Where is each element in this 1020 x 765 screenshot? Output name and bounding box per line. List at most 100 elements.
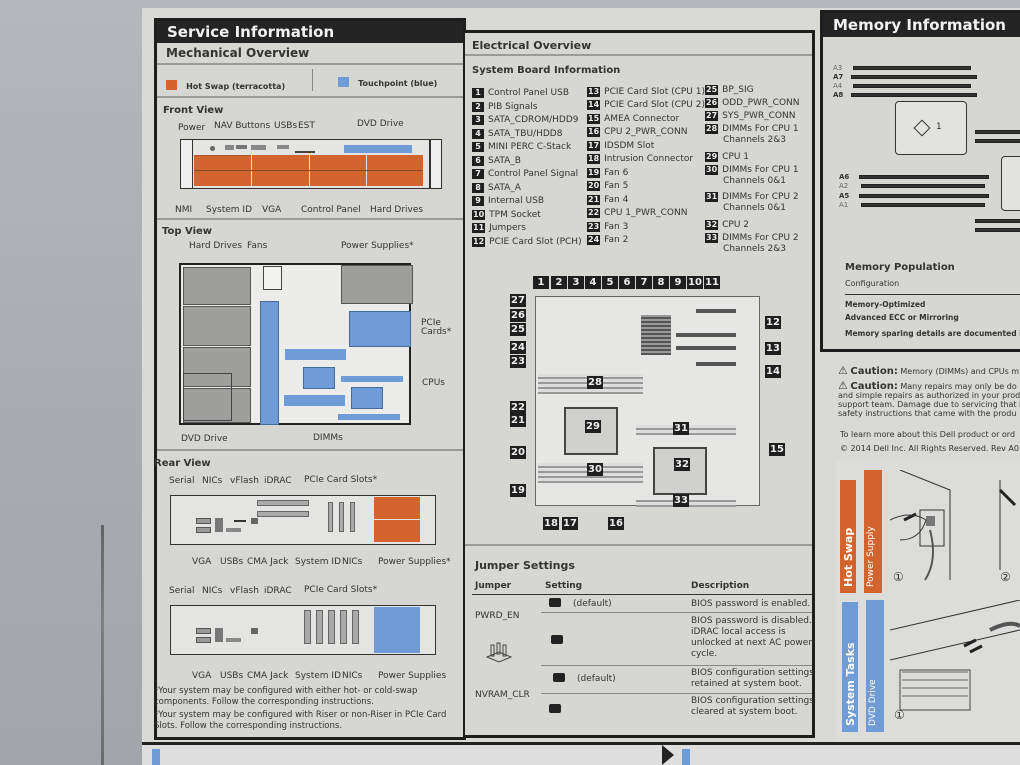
- dimm-slot-a5[interactable]: [859, 194, 989, 198]
- dimm-slot-a6[interactable]: [859, 175, 989, 179]
- hot-swap-tab[interactable]: Hot Swap: [840, 480, 856, 593]
- board-pcie-slot-13b[interactable]: [676, 346, 736, 350]
- board-callout-23: 23: [510, 355, 526, 368]
- system-board-diagram: [535, 296, 760, 507]
- board-callout-21: 21: [510, 414, 526, 427]
- rear-label-nics-2: NICs: [342, 557, 363, 567]
- board-callout-17: 17: [562, 517, 578, 530]
- rear-label-cma-jack: CMA Jack: [247, 557, 289, 567]
- dimm-slot-a7[interactable]: [851, 75, 977, 79]
- top-pcie-cards[interactable]: [349, 311, 411, 347]
- rear-idrac-port[interactable]: [251, 518, 258, 524]
- rear-pcie-slot-4[interactable]: [339, 502, 344, 532]
- board-callout-3: 3: [568, 276, 584, 289]
- rear2-pcie-slot-5[interactable]: [352, 610, 359, 644]
- top-dimms-4[interactable]: [338, 414, 400, 420]
- board-pcie-slot-12[interactable]: [696, 309, 736, 313]
- top-hard-drive-1[interactable]: [183, 267, 251, 305]
- front-vga-port[interactable]: [225, 145, 234, 150]
- board-cpu-2-socket[interactable]: [653, 447, 707, 495]
- step-1-marker: ①: [893, 570, 904, 584]
- top-hard-drive-3[interactable]: [183, 347, 251, 387]
- slot-label-a4: A4: [833, 82, 843, 90]
- power-supply-tab[interactable]: Power Supply: [864, 470, 882, 593]
- board-callout-25: 25: [510, 323, 526, 336]
- slot-label-a1: A1: [839, 201, 849, 209]
- rear-view-heading: Rear View: [154, 458, 211, 469]
- top-dimms-3[interactable]: [284, 395, 345, 406]
- electrical-overview-heading: Electrical Overview: [472, 39, 592, 52]
- dimm-slot-a2[interactable]: [861, 184, 985, 188]
- rear2-power-supply[interactable]: [374, 607, 420, 653]
- top-cpu-2[interactable]: [351, 387, 383, 409]
- rear-usb-ports[interactable]: [226, 528, 241, 532]
- system-tasks-tab[interactable]: System Tasks: [842, 602, 858, 732]
- rear2-pcie-slot-2[interactable]: [316, 610, 323, 644]
- top-dvd-drive[interactable]: [183, 373, 232, 421]
- top-dimms-2[interactable]: [341, 376, 403, 382]
- dimm-slot-b-1[interactable]: [975, 130, 1020, 134]
- rear-serial-port[interactable]: [196, 518, 211, 524]
- rear2-pcie-slot-4[interactable]: [340, 610, 347, 644]
- rear2-idrac-port[interactable]: [251, 628, 258, 634]
- rear-pcie-slot-3[interactable]: [328, 502, 333, 532]
- front-usb-ports[interactable]: [277, 145, 289, 149]
- dimm-slot-a8[interactable]: [851, 93, 977, 97]
- cpu-1-socket[interactable]: 1: [895, 101, 967, 155]
- jumper-settings-heading: Jumper Settings: [475, 559, 575, 572]
- cpu-2-socket[interactable]: [1001, 156, 1020, 211]
- rear2-nic-ports[interactable]: [215, 628, 223, 642]
- divider: [157, 218, 463, 220]
- rear-pcie-slot-2[interactable]: [257, 511, 309, 517]
- top-hard-drive-4[interactable]: [183, 388, 251, 423]
- warning-icon: ⚠: [838, 379, 848, 392]
- rear-vflash-slot[interactable]: [234, 520, 246, 522]
- board-cpu-1-socket[interactable]: [564, 407, 618, 455]
- board-pcie-slot-13a[interactable]: [676, 333, 736, 337]
- dimm-slot-b-2[interactable]: [975, 139, 1020, 143]
- top-cpu-1[interactable]: [303, 367, 335, 389]
- jumper-col-description: Description: [691, 581, 750, 591]
- rear-nic-ports[interactable]: [215, 518, 223, 532]
- rear-power-supply-1[interactable]: [374, 497, 420, 519]
- jumper-pins-icon: [485, 641, 513, 663]
- rear2-usb-ports[interactable]: [226, 638, 241, 642]
- top-power-supplies[interactable]: [341, 265, 413, 304]
- dimm-slot-b-3[interactable]: [975, 219, 1020, 223]
- front-control-panel[interactable]: [251, 145, 266, 150]
- top-dimms-1[interactable]: [285, 349, 346, 360]
- dimm-slot-a3[interactable]: [853, 66, 971, 70]
- front-nav-buttons[interactable]: [236, 145, 247, 149]
- dimm-slot-b-4[interactable]: [975, 228, 1020, 232]
- jumper-block-icon: [553, 673, 565, 682]
- dvd-drive-illustration: [889, 599, 1020, 720]
- front-est-tag[interactable]: [295, 151, 315, 153]
- dimm-slot-a4[interactable]: [853, 84, 971, 88]
- front-power-button[interactable]: [210, 146, 215, 151]
- top-fans[interactable]: [260, 301, 279, 425]
- dvd-drive-tab[interactable]: DVD Drive: [866, 600, 884, 732]
- rear2-pcie-slot-3[interactable]: [328, 610, 335, 644]
- board-callout-4: 4: [585, 276, 601, 289]
- rear-pcie-slot-5[interactable]: [350, 502, 355, 532]
- rear-pcie-slot-1[interactable]: [257, 500, 309, 506]
- board-pcie-slot-14[interactable]: [696, 362, 736, 366]
- rear-power-supply-2[interactable]: [374, 520, 420, 542]
- rear-vga-port[interactable]: [196, 527, 211, 533]
- dimm-slot-a1[interactable]: [861, 203, 985, 207]
- rear2-serial-port[interactable]: [196, 628, 211, 634]
- board-callout-13: 13: [765, 342, 781, 355]
- rear2-pcie-slot-1[interactable]: [304, 610, 311, 644]
- front-dvd-drive[interactable]: [344, 145, 412, 153]
- rear2-vga-port[interactable]: [196, 637, 211, 643]
- top-label-hard-drives: Hard Drives: [189, 241, 243, 251]
- mechanical-overview-heading: Mechanical Overview: [166, 46, 310, 60]
- top-hard-drive-2[interactable]: [183, 306, 251, 346]
